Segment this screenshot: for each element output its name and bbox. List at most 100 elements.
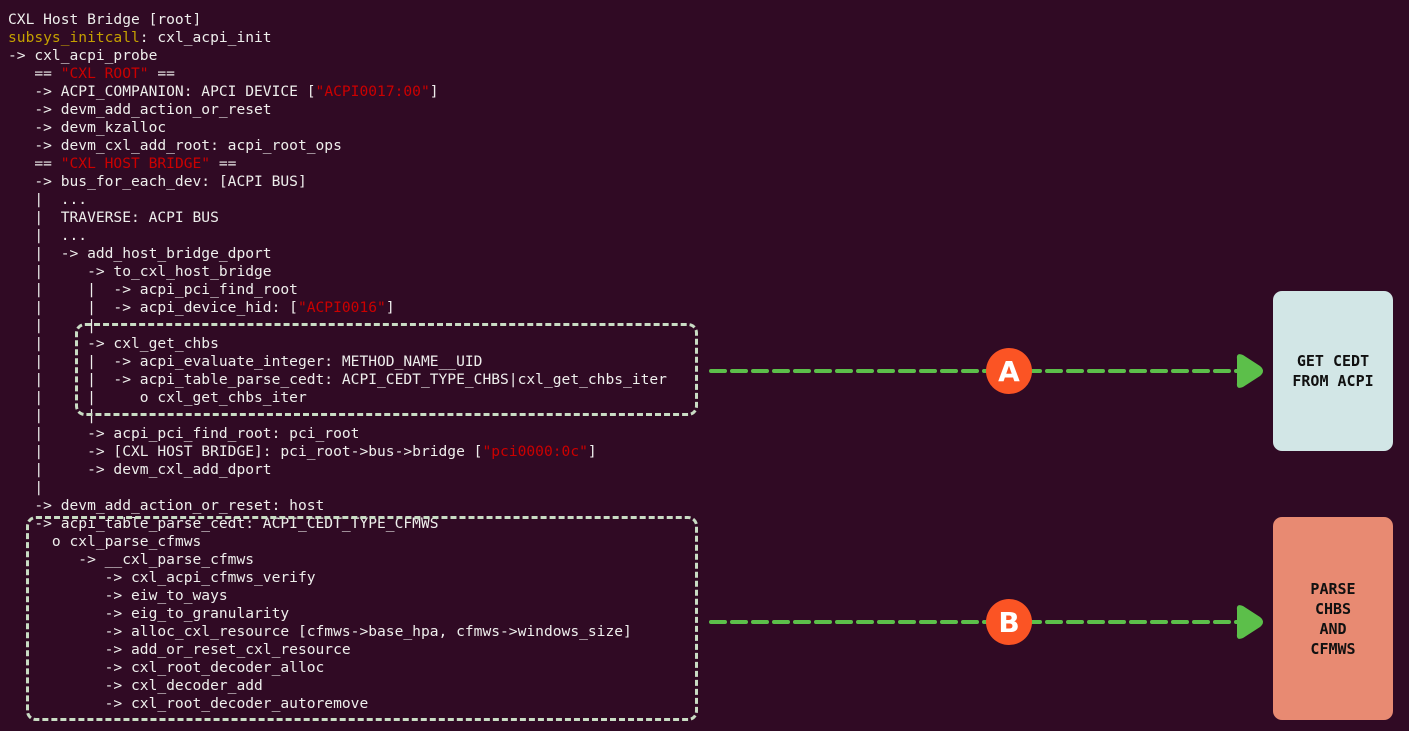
trace-line: == "CXL HOST BRIDGE" == (8, 155, 667, 173)
trace-line: o cxl_parse_cfmws (8, 533, 667, 551)
trace-line: | | -> acpi_device_hid: ["ACPI0016"] (8, 299, 667, 317)
trace-line: -> eiw_to_ways (8, 587, 667, 605)
trace-text: -> alloc_cxl_resource [cfmws->base_hpa, … (8, 623, 632, 640)
trace-line: | -> acpi_pci_find_root: pci_root (8, 425, 667, 443)
trace-line: -> __cxl_parse_cfmws (8, 551, 667, 569)
badge-a: A (986, 348, 1032, 394)
trace-text: ] (587, 443, 597, 460)
arrow-b (709, 605, 1263, 639)
trace-line: -> acpi_table_parse_cedt: ACPI_CEDT_TYPE… (8, 515, 667, 533)
trace-text: -> __cxl_parse_cfmws (8, 551, 255, 568)
trace-text: | -> [CXL HOST BRIDGE]: pci_root->bus->b… (8, 443, 483, 460)
trace-text: | -> devm_cxl_add_dport (8, 461, 272, 478)
trace-line: -> devm_add_action_or_reset: host (8, 497, 667, 515)
highlight-box-b (26, 516, 698, 721)
trace-line: | ... (8, 191, 667, 209)
box-get-cedt: GET CEDT FROM ACPI (1273, 291, 1393, 451)
string-literal: "pci0000:0c" (482, 443, 588, 460)
trace-text: == (148, 65, 175, 82)
trace-text: -> devm_add_action_or_reset (8, 101, 272, 118)
string-literal: "CXL ROOT" (60, 65, 149, 82)
trace-text: -> eiw_to_ways (8, 587, 228, 604)
string-literal: "ACPI0017:00" (315, 83, 430, 100)
trace-line: CXL Host Bridge [root] (8, 11, 667, 29)
trace-text: | | -> acpi_device_hid: [ (8, 299, 298, 316)
trace-line: == "CXL ROOT" == (8, 65, 667, 83)
trace-line: | | o cxl_get_chbs_iter (8, 389, 667, 407)
trace-text: -> eig_to_granularity (8, 605, 290, 622)
trace-text: -> cxl_root_decoder_autoremove (8, 695, 369, 712)
trace-line: -> devm_cxl_add_root: acpi_root_ops (8, 137, 667, 155)
trace-line: | | -> acpi_evaluate_integer: METHOD_NAM… (8, 353, 667, 371)
trace-line: -> cxl_decoder_add (8, 677, 667, 695)
trace-line: | TRAVERSE: ACPI BUS (8, 209, 667, 227)
trace-text: -> devm_add_action_or_reset: host (8, 497, 325, 514)
trace-text: ] (429, 83, 439, 100)
trace-text: | ... (8, 227, 88, 244)
trace-text: == (8, 155, 61, 172)
trace-text: CXL Host Bridge [root] (8, 11, 202, 28)
trace-text: | | o cxl_get_chbs_iter (8, 389, 307, 406)
trace-text: ] (385, 299, 395, 316)
trace-text: -> add_or_reset_cxl_resource (8, 641, 351, 658)
trace-line: subsys_initcall: cxl_acpi_init (8, 29, 667, 47)
trace-line: | -> cxl_get_chbs (8, 335, 667, 353)
trace-line: | (8, 479, 667, 497)
trace-text: -> bus_for_each_dev: [ACPI BUS] (8, 173, 307, 190)
trace-text: | -> to_cxl_host_bridge (8, 263, 272, 280)
trace-text: | | -> acpi_pci_find_root (8, 281, 298, 298)
trace-line: | | -> acpi_table_parse_cedt: ACPI_CEDT_… (8, 371, 667, 389)
trace-line: -> cxl_root_decoder_alloc (8, 659, 667, 677)
trace-line: -> ACPI_COMPANION: APCI DEVICE ["ACPI001… (8, 83, 667, 101)
trace-text: -> devm_cxl_add_root: acpi_root_ops (8, 137, 342, 154)
trace-line: -> add_or_reset_cxl_resource (8, 641, 667, 659)
trace-line: -> alloc_cxl_resource [cfmws->base_hpa, … (8, 623, 667, 641)
call-trace: CXL Host Bridge [root]subsys_initcall: c… (8, 11, 667, 713)
trace-text: -> acpi_table_parse_cedt: ACPI_CEDT_TYPE… (8, 515, 439, 532)
box-line: CFMWS (1310, 639, 1356, 658)
trace-line: -> devm_kzalloc (8, 119, 667, 137)
trace-line: -> bus_for_each_dev: [ACPI BUS] (8, 173, 667, 191)
trace-text: o cxl_parse_cfmws (8, 533, 202, 550)
badge-b: B (986, 599, 1032, 645)
arrowhead-icon (1236, 354, 1263, 388)
trace-line: -> cxl_root_decoder_autoremove (8, 695, 667, 713)
keyword: subsys_initcall (8, 29, 140, 46)
trace-line: -> eig_to_granularity (8, 605, 667, 623)
trace-text: | | -> acpi_evaluate_integer: METHOD_NAM… (8, 353, 483, 370)
trace-text: -> cxl_acpi_cfmws_verify (8, 569, 316, 586)
trace-text: == (210, 155, 237, 172)
trace-text: -> ACPI_COMPANION: APCI DEVICE [ (8, 83, 316, 100)
trace-line: | -> [CXL HOST BRIDGE]: pci_root->bus->b… (8, 443, 667, 461)
trace-text: : cxl_acpi_init (139, 29, 272, 46)
box-line: GET CEDT (1296, 352, 1370, 370)
box-line: FROM ACPI (1292, 372, 1374, 390)
trace-text: | | -> acpi_table_parse_cedt: ACPI_CEDT_… (8, 371, 667, 388)
trace-text: | -> cxl_get_chbs (8, 335, 219, 352)
box-line: AND (1319, 619, 1347, 638)
trace-text: == (8, 65, 61, 82)
trace-text: | (8, 479, 44, 496)
trace-text: | -> acpi_pci_find_root: pci_root (8, 425, 360, 442)
box-line: CHBS (1314, 599, 1352, 618)
arrow-a (709, 354, 1263, 388)
trace-text: -> devm_kzalloc (8, 119, 167, 136)
trace-text: | TRAVERSE: ACPI BUS (8, 209, 219, 226)
trace-line: | | -> acpi_pci_find_root (8, 281, 667, 299)
trace-text: -> cxl_decoder_add (8, 677, 263, 694)
string-literal: "CXL HOST BRIDGE" (60, 155, 211, 172)
string-literal: "ACPI0016" (297, 299, 386, 316)
trace-line: | -> devm_cxl_add_dport (8, 461, 667, 479)
trace-line: | ... (8, 227, 667, 245)
box-line: PARSE (1310, 579, 1356, 598)
highlight-box-a (75, 323, 698, 416)
trace-line: -> devm_add_action_or_reset (8, 101, 667, 119)
trace-text: -> cxl_root_decoder_alloc (8, 659, 325, 676)
arrowhead-icon (1236, 605, 1263, 639)
trace-text: | ... (8, 191, 88, 208)
trace-line: -> cxl_acpi_probe (8, 47, 667, 65)
trace-text: | -> add_host_bridge_dport (8, 245, 272, 262)
trace-line: | -> add_host_bridge_dport (8, 245, 667, 263)
